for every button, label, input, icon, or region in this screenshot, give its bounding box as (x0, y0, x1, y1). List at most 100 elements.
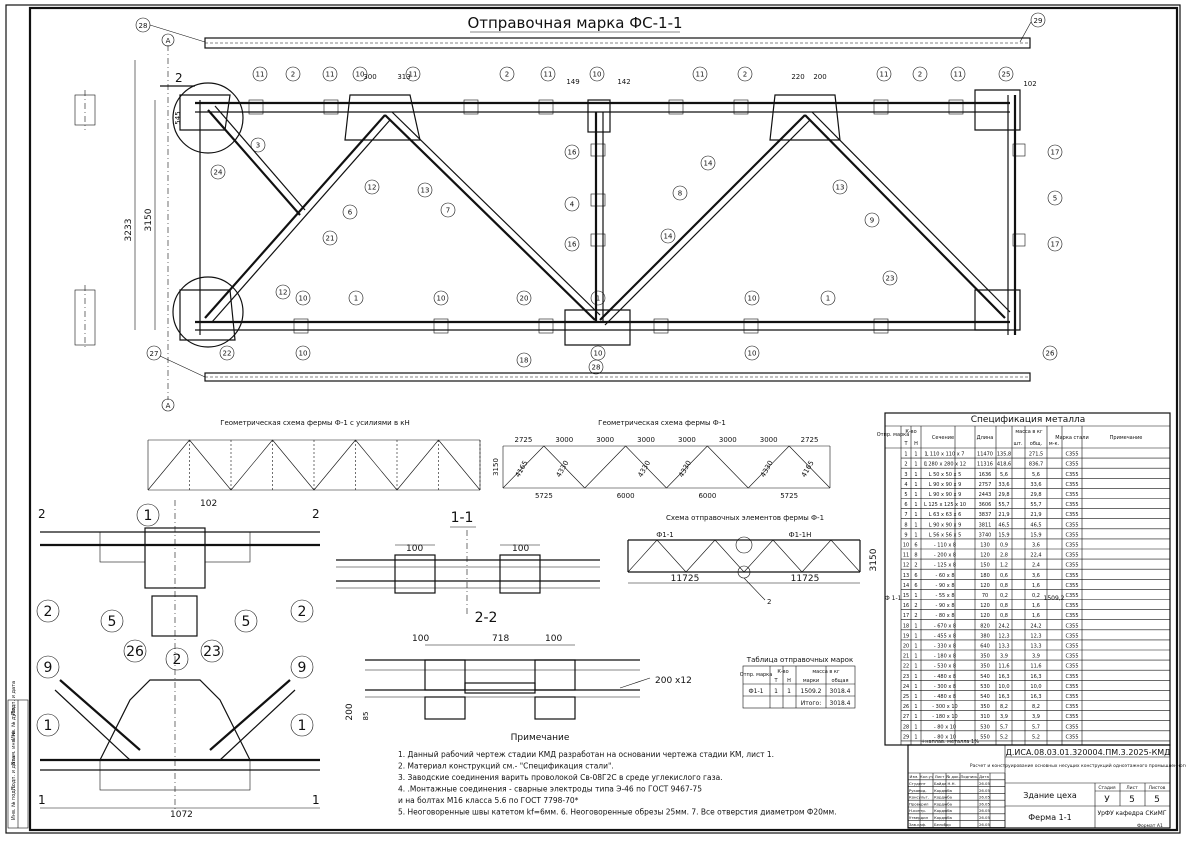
otpr-cell: 1 (787, 688, 791, 695)
svg-text:Кордюба: Кордюба (934, 788, 952, 793)
svg-text:№ док.: № док. (946, 774, 960, 779)
detail-bubble: 26 (123, 639, 147, 663)
truss-top-tie (204, 37, 1031, 49)
svg-text:общая: общая (832, 678, 849, 684)
svg-text:545: 545 (174, 111, 182, 124)
spec-cell: - 60 x 8 (935, 573, 954, 579)
spec-cell: 1636 (979, 472, 992, 478)
spec-cell: 5,7 (1032, 724, 1040, 730)
spec-cell: 1,6 (1032, 583, 1040, 589)
member-bubble: 21 (322, 230, 338, 246)
svg-text:100: 100 (406, 544, 423, 554)
spec-cell: 2 (914, 603, 917, 609)
spec-cell: 25 (903, 694, 909, 700)
spec-cell: 6 (914, 543, 917, 549)
spec-cell: 2,8 (1000, 553, 1008, 559)
svg-text:А: А (166, 37, 171, 45)
top-dim: 149 (566, 78, 579, 86)
spec-cell: 19 (903, 633, 909, 639)
bottom-bubble: 10 (744, 345, 760, 361)
geom2-top-dim: 2725 (515, 436, 533, 444)
svg-text:10: 10 (748, 295, 757, 303)
svg-text:5: 5 (242, 614, 251, 630)
spec-cell: - 80 x 10 (934, 724, 956, 730)
svg-text:18: 18 (520, 357, 529, 365)
svg-text:10: 10 (437, 295, 446, 303)
member-bubble: 6 (342, 204, 358, 220)
spec-cell: 0,6 (1000, 573, 1008, 579)
section-1-1: 1-1 100 100 2-2 (336, 510, 600, 626)
spec-cell: 1 (914, 654, 917, 660)
spec-cell: 1 (914, 704, 917, 710)
svg-text:11: 11 (256, 71, 265, 79)
svg-text:21: 21 (326, 235, 335, 243)
svg-text:Таблица отправочных марок: Таблица отправочных марок (746, 656, 853, 664)
spec-cell: 1 (914, 664, 917, 670)
top-dim: 142 (617, 78, 630, 86)
svg-text:102: 102 (200, 499, 217, 509)
spec-cell: 21,9 (998, 512, 1009, 518)
svg-text:10: 10 (593, 71, 602, 79)
svg-text:3: 3 (256, 142, 260, 150)
svg-text:Кордюба: Кордюба (934, 795, 952, 800)
spec-cell: 271,5 (1029, 452, 1043, 458)
spec-cell: - 330 x 8 (934, 644, 956, 650)
otpr-cell: 1509.2 (801, 688, 822, 695)
top-bubble: 2 (499, 66, 515, 82)
member-bubble: 17 (1047, 236, 1063, 252)
spec-cell: С355 (1065, 734, 1078, 740)
geom2-diag: 4165 (514, 459, 530, 478)
top-bubble: 11 (405, 66, 421, 82)
top-bubble: 2 (737, 66, 753, 82)
svg-text:Т: Т (773, 678, 778, 684)
svg-text:Н: Н (787, 678, 791, 684)
svg-text:1: 1 (596, 295, 600, 303)
spec-cell: - 300 x 10 (932, 704, 957, 710)
svg-text:13: 13 (836, 184, 845, 192)
spec-cell: 3606 (979, 502, 992, 508)
spec-cell: 3837 (979, 512, 992, 518)
spec-cell: 120 (980, 603, 990, 609)
svg-text:9: 9 (298, 660, 307, 676)
svg-text:9: 9 (44, 660, 53, 676)
member-bubble: 9 (864, 212, 880, 228)
spec-cell: 15,9 (1030, 532, 1041, 538)
member-bubble: 12 (364, 179, 380, 195)
svg-text:22: 22 (223, 350, 232, 358)
svg-text:1072: 1072 (170, 810, 193, 820)
spec-cell: - 530 x 8 (934, 664, 956, 670)
bottom-bubble: 10 (433, 290, 449, 306)
spec-cell: С355 (1065, 532, 1078, 538)
member-bubble: 13 (417, 182, 433, 198)
svg-text:1: 1 (298, 718, 307, 734)
left-section-sketch (74, 90, 96, 350)
spec-cell: 1 (914, 633, 917, 639)
spec-cell: 46,5 (1030, 522, 1041, 528)
spec-cell: - 55 x 8 (935, 593, 954, 599)
member-bubble: 14 (660, 228, 676, 244)
spec-cell: 16,3 (1030, 674, 1041, 680)
top-bubble: 25 (998, 66, 1014, 82)
spec-cell: 33,6 (1030, 482, 1041, 488)
spec-cell: С355 (1065, 593, 1078, 599)
top-dim: 102 (1023, 80, 1036, 88)
spec-cell: 1 (914, 644, 917, 650)
spec-cell: 8,2 (1032, 704, 1040, 710)
geom2-top-dim: 3000 (719, 436, 737, 444)
detail-bubble: 1 (136, 503, 160, 527)
spec-cell: 3,9 (1032, 714, 1040, 720)
spec-cell: - 80 x 8 (935, 613, 954, 619)
svg-text:Дата: Дата (979, 774, 989, 779)
svg-text:1: 1 (312, 793, 320, 807)
geom2-diag: 4330 (759, 459, 775, 478)
spec-cell: 1 (914, 512, 917, 518)
svg-text:26.05: 26.05 (979, 788, 990, 793)
spec-cell: - 670 x 8 (934, 623, 956, 629)
spec-cell: - 90 x 8 (935, 583, 954, 589)
spec-cell: 29,8 (1030, 492, 1041, 498)
stamp-building: Здание цеха (1023, 791, 1077, 800)
spec-cell: L 110 x 110 x 7 (926, 452, 965, 458)
